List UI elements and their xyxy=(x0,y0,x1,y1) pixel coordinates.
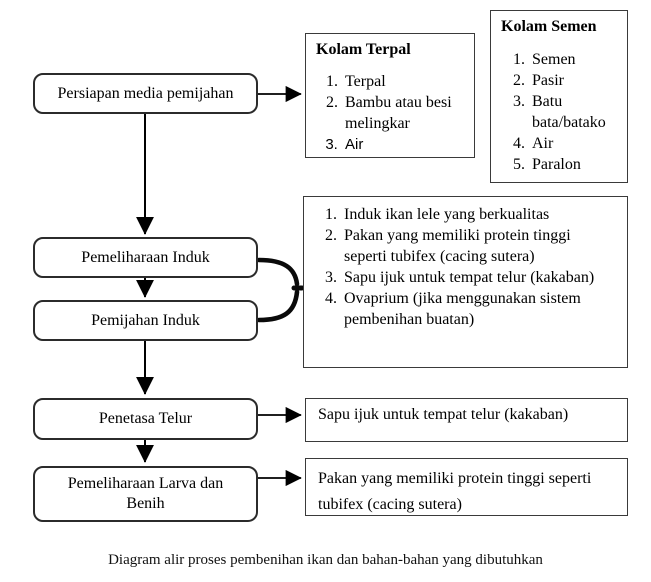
node-label: Pemijahan Induk xyxy=(91,311,200,329)
list-item: Induk ikan lele yang berkualitas xyxy=(341,205,617,226)
kolam-terpal-list: Terpal Bambu atau besi melingkar Air xyxy=(306,72,474,155)
list-item: Bambu atau besi melingkar xyxy=(342,93,468,135)
list-item: Batu bata/batako xyxy=(529,92,621,134)
node-persiapan-media: Persiapan media pemijahan xyxy=(33,73,258,114)
note-text: Pakan yang memiliki protein tinggi seper… xyxy=(318,470,592,514)
note-text: Sapu ijuk untuk tempat telur (kakaban) xyxy=(318,406,569,423)
kolam-semen-list: Semen Pasir Batu bata/batako Air Paralon xyxy=(491,50,627,176)
box-larva-material: Pakan yang memiliki protein tinggi seper… xyxy=(305,458,628,516)
kolam-terpal-title: Kolam Terpal xyxy=(316,41,411,58)
node-penetasan-telur: Penetasa Telur xyxy=(33,398,258,440)
list-item: Semen xyxy=(529,50,621,71)
list-item: Air xyxy=(529,134,621,155)
node-pemeliharaan-induk: Pemeliharaan Induk xyxy=(33,237,258,278)
brace-connector xyxy=(256,257,305,323)
list-item: Paralon xyxy=(529,155,621,176)
list-item: Air xyxy=(342,135,468,155)
list-item: Terpal xyxy=(342,72,468,93)
list-item: Pakan yang memiliki protein tinggi seper… xyxy=(341,226,617,268)
diagram-caption: Diagram alir proses pembenihan ikan dan … xyxy=(108,552,543,568)
induk-materials-list: Induk ikan lele yang berkualitas Pakan y… xyxy=(304,205,627,331)
node-pemijahan-induk: Pemijahan Induk xyxy=(33,300,258,341)
node-label: Pemeliharaan Induk xyxy=(81,248,210,266)
node-pemeliharaan-larva: Pemeliharaan Larva dan Benih xyxy=(33,466,258,522)
kolam-semen-title: Kolam Semen xyxy=(501,18,597,35)
box-induk-materials: Induk ikan lele yang berkualitas Pakan y… xyxy=(303,196,628,368)
node-label: Penetasa Telur xyxy=(98,410,193,427)
list-item: Pasir xyxy=(529,71,621,92)
node-label: Pemeliharaan Larva dan Benih xyxy=(67,475,224,512)
node-label: Persiapan media pemijahan xyxy=(57,84,234,102)
list-item: Ovaprium (jika menggunakan sistem pemben… xyxy=(341,289,617,331)
list-item: Sapu ijuk untuk tempat telur (kakaban) xyxy=(341,268,617,289)
box-kolam-terpal: Kolam Terpal Terpal Bambu atau besi meli… xyxy=(305,33,475,158)
box-penetasan-material: Sapu ijuk untuk tempat telur (kakaban) xyxy=(305,398,628,442)
box-kolam-semen: Kolam Semen Semen Pasir Batu bata/batako… xyxy=(490,10,628,183)
